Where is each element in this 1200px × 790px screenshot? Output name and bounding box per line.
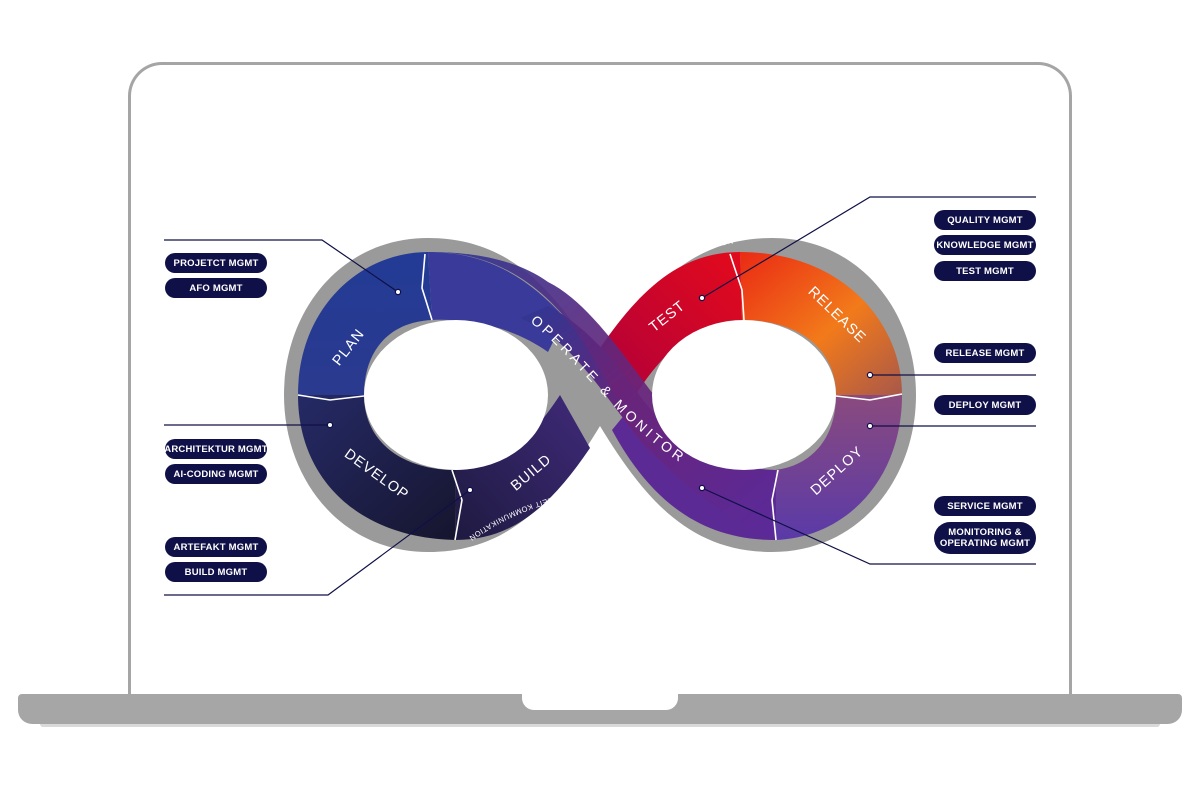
- left-hole: [364, 320, 548, 470]
- segment-dividers: [297, 253, 903, 541]
- laptop-shadow: [40, 724, 1160, 727]
- pill-quality-mgmt: QUALITY MGMT: [934, 210, 1036, 230]
- pill-projetct-mgmt: PROJETCT MGMT: [165, 253, 267, 273]
- connector-lines: [164, 196, 1036, 596]
- segment-plan: [298, 252, 432, 395]
- dot-develop: [326, 421, 334, 429]
- right-hole: [652, 320, 836, 470]
- connector-operate: [701, 487, 1036, 565]
- pill-ai-coding-mgmt: AI-CODING MGMT: [165, 464, 267, 484]
- pill-afo-mgmt: AFO MGMT: [165, 278, 267, 298]
- dot-build: [466, 486, 474, 494]
- connector-test: [701, 196, 1036, 299]
- dot-plan: [394, 288, 402, 296]
- pill-architektur-mgmt: ARCHITEKTUR MGMT: [164, 439, 268, 459]
- dot-deploy: [866, 422, 874, 430]
- segment-release: [740, 252, 902, 395]
- pill-release-mgmt: RELEASE MGMT: [934, 343, 1036, 363]
- segment-develop: [298, 395, 456, 540]
- dot-test: [698, 294, 706, 302]
- connector-plan: [164, 239, 399, 293]
- segment-deploy: [775, 395, 902, 540]
- dot-release: [866, 371, 874, 379]
- operate-band: [430, 252, 776, 540]
- connector-dots: [326, 288, 874, 494]
- segment-test: [600, 252, 742, 394]
- pill-build-mgmt: BUILD MGMT: [165, 562, 267, 582]
- pill-test-mgmt: TEST MGMT: [934, 261, 1036, 281]
- pill-artefakt-mgmt: ARTEFAKT MGMT: [165, 537, 267, 557]
- pill-monitoring-operating-mgmt: MONITORING & OPERATING MGMT: [934, 522, 1036, 554]
- segment-build: [455, 395, 590, 540]
- dot-operate: [698, 484, 706, 492]
- segment-operate-monitor: [520, 306, 775, 500]
- connector-build: [164, 489, 471, 596]
- pill-service-mgmt: SERVICE MGMT: [934, 496, 1036, 516]
- laptop-notch: [522, 694, 678, 710]
- pill-deploy-mgmt: DEPLOY MGMT: [934, 395, 1036, 415]
- left-lobe: [298, 252, 590, 540]
- pill-knowledge-mgmt: KNOWLEDGE MGMT: [934, 235, 1036, 255]
